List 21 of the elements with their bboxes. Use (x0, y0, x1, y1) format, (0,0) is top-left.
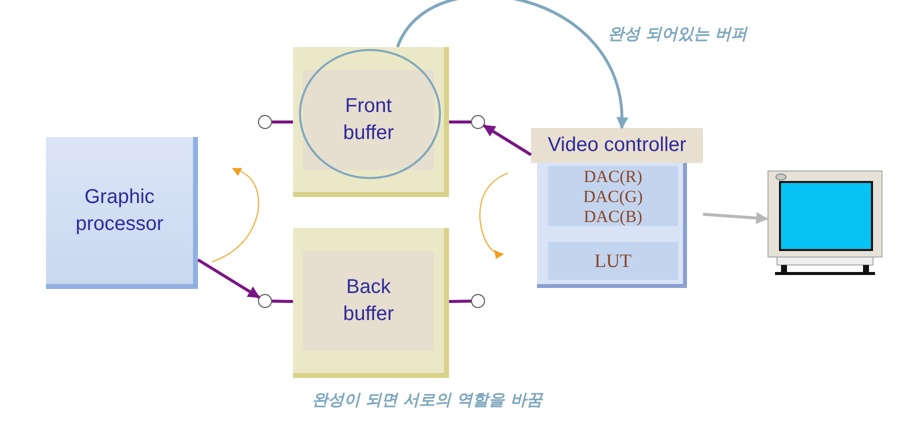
buffer-box: Back buffer (293, 228, 449, 378)
connector-terminal (471, 294, 485, 308)
dac-label: DAC(B) (548, 206, 678, 226)
connector-terminal (258, 115, 272, 129)
dac-label: DAC(R) (548, 166, 678, 186)
handwritten-note: 완성이 되면 서로의 역할을 바꿈 (312, 390, 542, 411)
arrow (702, 212, 768, 224)
process-box: Graphic processor (46, 137, 198, 289)
arrow (482, 124, 532, 156)
dac-label: DAC(G) (548, 186, 678, 206)
connector-line (272, 120, 293, 124)
buffer-box: Front buffer (293, 47, 449, 197)
lut-box: LUT (548, 242, 678, 280)
connector-terminal (471, 115, 485, 129)
controller-title: Video controller (531, 128, 703, 163)
connector-line (449, 120, 471, 124)
connector-terminal (258, 294, 272, 308)
handwritten-note: 완성 되어있는 버퍼 (608, 24, 748, 45)
arrow (197, 258, 260, 299)
connector-line (272, 300, 294, 304)
connector-line (448, 300, 472, 304)
